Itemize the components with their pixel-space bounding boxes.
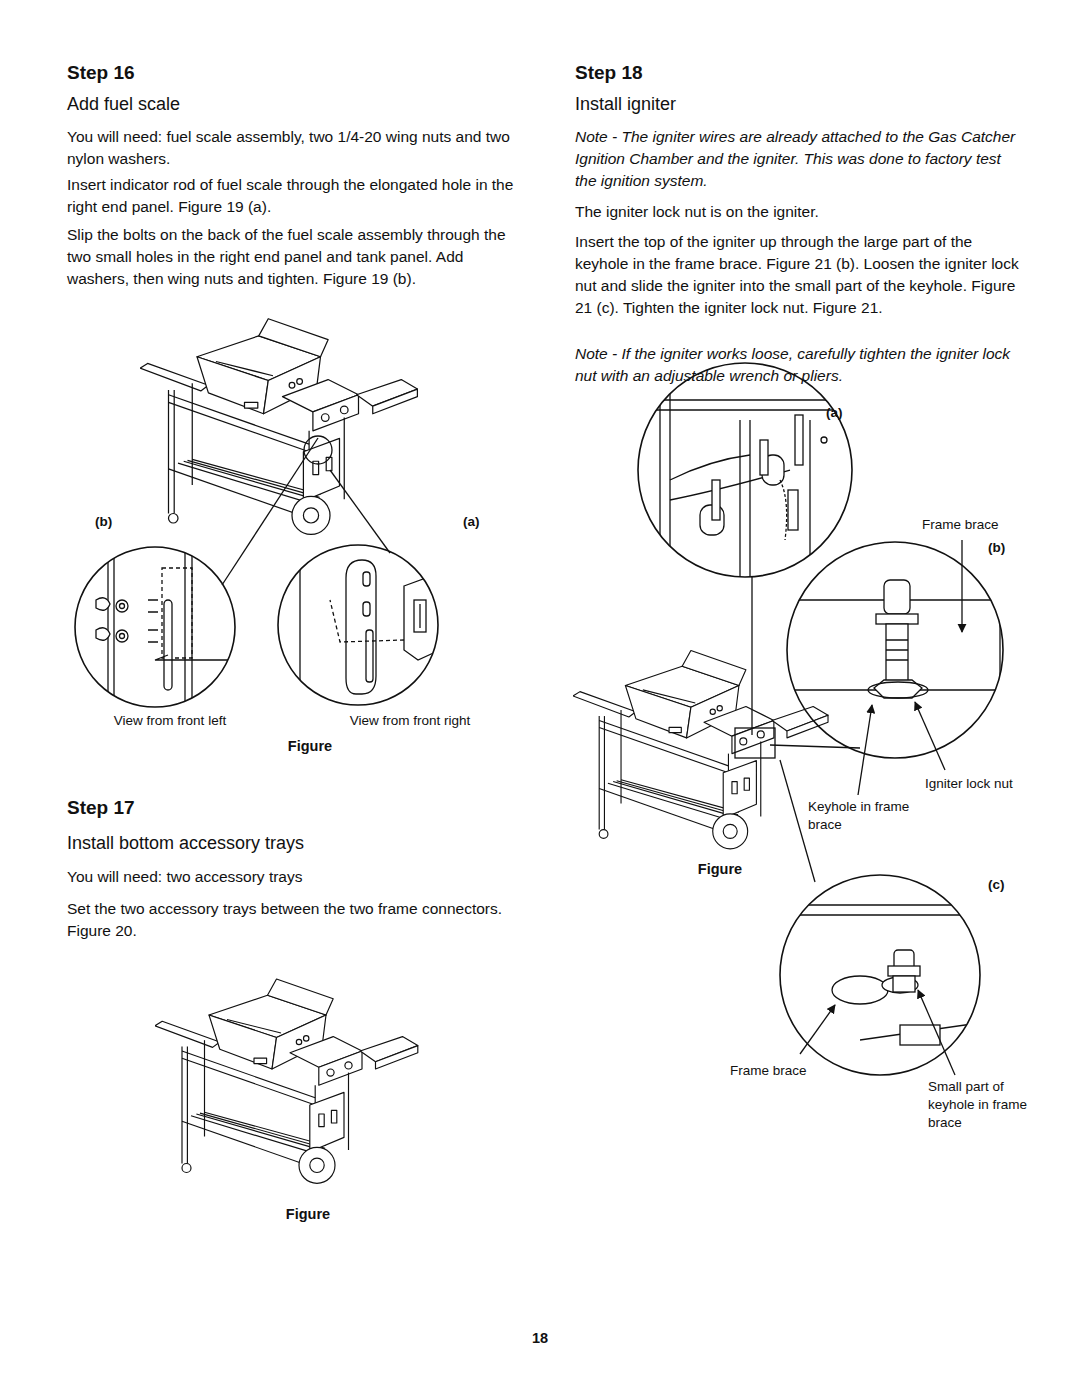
part-label: Frame brace — [730, 1062, 840, 1080]
part-label: Igniter lock nut — [925, 775, 1035, 793]
figure-caption: Figure — [268, 1206, 348, 1222]
view-caption: View from front left — [85, 712, 255, 730]
step-heading: Step 18 — [575, 62, 875, 84]
step-heading: Step 16 — [67, 62, 367, 84]
callout-letter: (b) — [95, 514, 125, 529]
section-heading: Install igniter — [575, 94, 1015, 115]
note-text: Note - The igniter wires are already att… — [575, 126, 1020, 192]
callout-letter: (a) — [826, 405, 856, 420]
instruction-text: You will need: fuel scale assembly, two … — [67, 126, 517, 170]
figure-caption: Figure — [270, 738, 350, 754]
instruction-text: Insert indicator rod of fuel scale throu… — [67, 174, 517, 218]
note-text: Note - If the igniter works loose, caref… — [575, 343, 1020, 387]
section-heading: Install bottom accessory trays — [67, 833, 507, 854]
page-number: 18 — [515, 1330, 565, 1346]
callout-letter: (a) — [463, 514, 493, 529]
callout-letter: (c) — [988, 877, 1018, 892]
part-label: Keyhole in frame brace — [808, 798, 918, 834]
callout-letter: (b) — [988, 540, 1018, 555]
instruction-text: The igniter lock nut is on the igniter. — [575, 201, 1020, 223]
view-caption: View from front right — [325, 712, 495, 730]
step-heading: Step 17 — [67, 797, 367, 819]
instruction-text: Slip the bolts on the back of the fuel s… — [67, 224, 517, 290]
section-heading: Add fuel scale — [67, 94, 507, 115]
instruction-text: Set the two accessory trays between the … — [67, 898, 517, 942]
instruction-text: You will need: two accessory trays — [67, 866, 517, 888]
figure-caption: Figure — [680, 861, 760, 877]
part-label: Small part of keyhole in frame brace — [928, 1078, 1028, 1132]
instruction-text: Insert the top of the igniter up through… — [575, 231, 1020, 319]
part-label: Frame brace — [922, 516, 1032, 534]
